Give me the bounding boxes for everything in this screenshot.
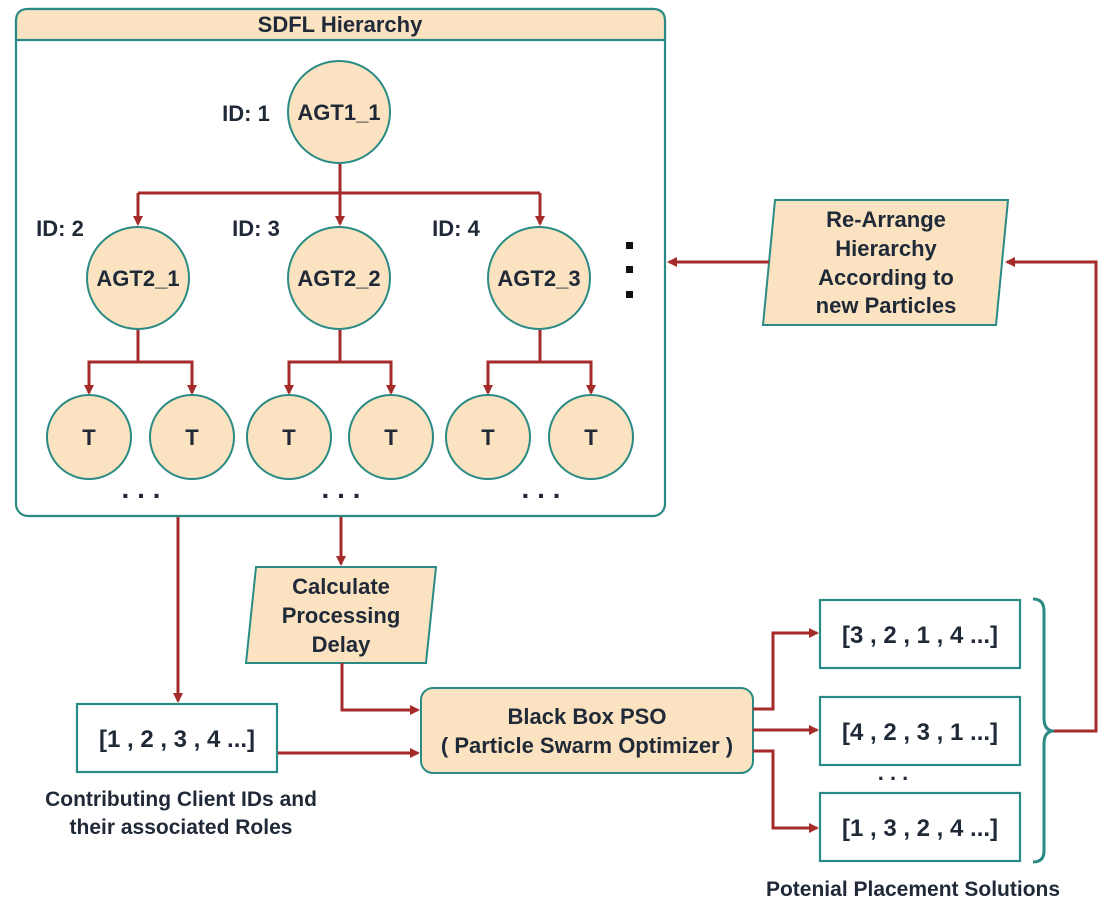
calc-delay-line: Delay: [312, 632, 371, 657]
leaf-node-label: T: [185, 425, 199, 450]
calc-delay-line: Calculate: [292, 574, 390, 599]
solution-boxes: [3 , 2 , 1 , 4 ...] [4 , 2 , 3 , 1 ...] …: [766, 598, 1060, 901]
rearrange-line: Hierarchy: [835, 236, 937, 261]
level2-node-label: AGT2_2: [297, 266, 380, 291]
level2-node-1: ID: 2 AGT2_1: [36, 216, 190, 330]
leaf-ellipsis: . . .: [122, 473, 161, 504]
leaf-node-label: T: [384, 425, 398, 450]
flow-arrows: [173, 257, 1098, 833]
leaf-ellipsis: . . .: [322, 473, 361, 504]
solutions-ellipsis: . . .: [878, 760, 909, 785]
level2-node-label: AGT2_3: [497, 266, 580, 291]
rearrange-line: According to: [818, 265, 954, 290]
tree-connectors: [84, 164, 596, 395]
leaf-node-label: T: [82, 425, 96, 450]
vertical-ellipsis: [626, 242, 633, 298]
rearrange-hierarchy-step: Re-Arrange Hierarchy According to new Pa…: [761, 199, 1010, 326]
hierarchy-title: SDFL Hierarchy: [258, 12, 423, 37]
level2-id-label: ID: 2: [36, 216, 84, 241]
solutions-brace: [1032, 597, 1055, 864]
level2-node-3: ID: 4 AGT2_3: [432, 216, 591, 330]
leaf-ellipses: . . . . . . . . .: [122, 473, 561, 504]
solution-value: [3 , 2 , 1 , 4 ...]: [842, 622, 998, 649]
leaf-node-label: T: [481, 425, 495, 450]
level2-id-label: ID: 4: [432, 216, 480, 241]
pso-box: Black Box PSO ( Particle Swarm Optimizer…: [420, 687, 754, 774]
pso-line: ( Particle Swarm Optimizer ): [441, 733, 733, 758]
leaf-node-label: T: [584, 425, 598, 450]
client-ids-caption: Contributing Client IDs and: [45, 788, 317, 811]
root-node-label: AGT1_1: [297, 100, 380, 125]
client-ids-value: [1 , 2 , 3 , 4 ...]: [99, 726, 255, 753]
leaf-nodes: T T T T T T: [46, 394, 634, 480]
calc-delay-line: Processing: [282, 603, 401, 628]
solution-value: [4 , 2 , 3 , 1 ...]: [842, 719, 998, 746]
root-id-label: ID: 1: [222, 101, 270, 126]
leaf-node-label: T: [282, 425, 296, 450]
level2-node-label: AGT2_1: [96, 266, 179, 291]
rearrange-line: Re-Arrange: [826, 207, 946, 232]
level2-node-2: ID: 3 AGT2_2: [232, 216, 391, 330]
client-ids-caption: their associated Roles: [70, 816, 293, 839]
leaf-ellipsis: . . .: [522, 473, 561, 504]
pso-line: Black Box PSO: [508, 704, 667, 729]
client-ids-box: [1 , 2 , 3 , 4 ...] Contributing Client …: [45, 702, 317, 839]
calculate-delay-step: Calculate Processing Delay: [244, 566, 438, 664]
root-node: ID: 1 AGT1_1: [222, 60, 391, 164]
solutions-caption: Potenial Placement Solutions: [766, 878, 1060, 901]
rearrange-line: new Particles: [816, 293, 957, 318]
level2-id-label: ID: 3: [232, 216, 280, 241]
solution-value: [1 , 3 , 2 , 4 ...]: [842, 815, 998, 842]
